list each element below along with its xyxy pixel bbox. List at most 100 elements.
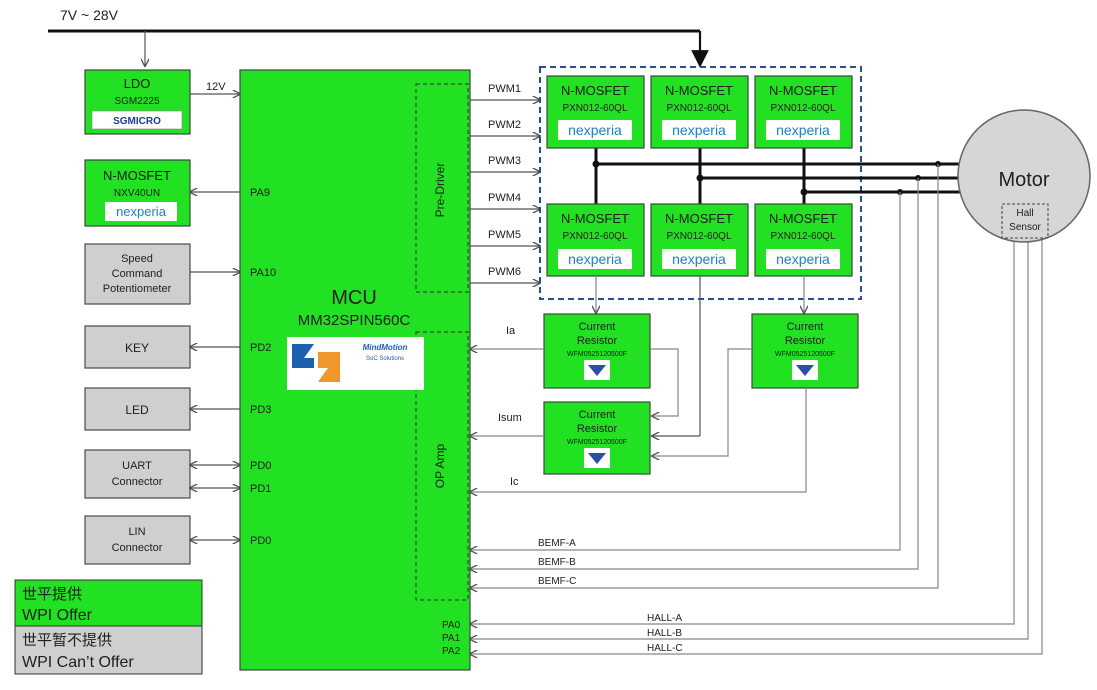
bemf-wires — [470, 164, 939, 588]
mosfet-6-title: N-MOSFET — [769, 211, 837, 226]
phase-dots — [592, 160, 941, 196]
pin-pd0-lin: PD0 — [250, 535, 271, 547]
vishay-logo — [796, 365, 814, 376]
pwm6-label: PWM6 — [488, 266, 521, 278]
pin-pd2: PD2 — [250, 342, 271, 354]
uart-line2: Connector — [112, 476, 163, 488]
legend-no-en: WPI Can’t Offer — [22, 654, 134, 671]
v12-label: 12V — [206, 81, 226, 93]
pin-pd3: PD3 — [250, 404, 271, 416]
nexperia-logo — [105, 202, 177, 221]
nexperia-logo: nexperia — [568, 122, 622, 138]
sgmicro-logo-text: SGMICRO — [113, 116, 161, 127]
pin-pa10: PA10 — [250, 267, 276, 279]
mcu-part: MM32SPIN560C — [298, 312, 411, 329]
mosfet-2-title: N-MOSFET — [665, 83, 733, 98]
resistor-c: Current Resistor WFM0525120500F — [751, 313, 859, 389]
supply-rail: 7V ~ 28V — [48, 7, 709, 68]
sgmicro-logo — [91, 110, 183, 130]
ldo-block: LDO SGM2225 SGMICRO — [84, 69, 191, 135]
mosfet-1: N-MOSFET PXN012-60QL nexperia — [546, 75, 645, 149]
mosfet-3-part: PXN012-60QL — [770, 103, 835, 114]
mosfet-5-title: N-MOSFET — [665, 211, 733, 226]
resistor-a-line1: Current — [579, 321, 616, 333]
hall-sensor — [1001, 203, 1049, 239]
pin-pa2: PA2 — [442, 646, 461, 657]
legend-offer-cn: 世平提供 — [22, 586, 82, 603]
hall-sensor-line1: Hall — [1016, 208, 1033, 219]
uart-line1: UART — [122, 460, 152, 472]
mindmotion-sub: SoC Solutions — [366, 356, 404, 362]
vishay-logo — [588, 365, 606, 376]
bemf-b-label: BEMF-B — [538, 557, 576, 568]
hall-a-label: HALL-A — [647, 613, 682, 624]
nmosfet-small-part: NXV40UN — [114, 188, 160, 199]
resistor-a-part: WFM0525120500F — [567, 351, 627, 358]
legend-no-cn: 世平暂不提供 — [22, 632, 112, 649]
nexperia-logo: nexperia — [672, 122, 726, 138]
led-block: LED — [84, 387, 191, 431]
ldo-part: SGM2225 — [114, 96, 159, 107]
pwm-lines: PWM1 PWM2 PWM3 PWM4 PWM5 PWM6 — [470, 83, 540, 283]
resistor-b-line1: Current — [579, 409, 616, 421]
ic-label: Ic — [510, 476, 519, 488]
mosfet-4-title: N-MOSFET — [561, 211, 629, 226]
mosfet-3: N-MOSFET PXN012-60QL nexperia — [754, 75, 853, 149]
resistor-c-line1: Current — [787, 321, 824, 333]
speed-line1: Speed — [121, 253, 153, 265]
motor: Motor Hall Sensor — [957, 109, 1091, 243]
mosfet-2-part: PXN012-60QL — [666, 103, 731, 114]
pwm3-label: PWM3 — [488, 155, 521, 167]
nmosfet-small-block: N-MOSFET NXV40UN nexperia — [84, 159, 191, 227]
mcu-title: MCU — [331, 287, 377, 309]
isum-label: Isum — [498, 412, 522, 424]
ldo-title: LDO — [124, 76, 151, 91]
hall-b-label: HALL-B — [647, 628, 682, 639]
resistor-b-part: WFM0525120500F — [567, 439, 627, 446]
resistor-c-line2: Resistor — [785, 335, 826, 347]
nexperia-logo: nexperia — [776, 251, 830, 267]
pwm1-label: PWM1 — [488, 83, 521, 95]
hall-sensor-line2: Sensor — [1009, 222, 1041, 233]
pin-pd1: PD1 — [250, 483, 271, 495]
ia-label: Ia — [506, 325, 516, 337]
hall-c-label: HALL-C — [647, 643, 683, 654]
mosfet-4-part: PXN012-60QL — [562, 231, 627, 242]
nexperia-logo: nexperia — [568, 251, 622, 267]
speed-line3: Potentiometer — [103, 283, 172, 295]
phase-wires — [594, 148, 968, 204]
opamp-region — [415, 331, 469, 601]
predriver-label: Pre-Driver — [433, 163, 447, 218]
lin-line2: Connector — [112, 542, 163, 554]
resistor-c-part: WFM0525120500F — [775, 351, 835, 358]
legend-no-swatch — [14, 625, 203, 675]
key-label: KEY — [125, 341, 149, 355]
mosfet-6: N-MOSFET PXN012-60QL nexperia — [754, 203, 853, 277]
vishay-logo — [588, 453, 606, 464]
legend: 世平提供 WPI Offer 世平暂不提供 WPI Can’t Offer — [14, 579, 203, 675]
nexperia-logo: nexperia — [672, 251, 726, 267]
nexperia-logo: nexperia — [776, 122, 830, 138]
resistor-b: Current Resistor WFM0525120500F — [543, 401, 651, 475]
mosfet-3-title: N-MOSFET — [769, 83, 837, 98]
resistor-a: Current Resistor WFM0525120500F — [543, 313, 651, 389]
legend-offer-en: WPI Offer — [22, 607, 93, 624]
pwm4-label: PWM4 — [488, 192, 521, 204]
pin-pd0-uart: PD0 — [250, 460, 271, 472]
mindmotion-text: MindMotion — [363, 343, 408, 352]
opamp-label: OP Amp — [433, 443, 447, 488]
mosfet-2: N-MOSFET PXN012-60QL nexperia — [650, 75, 749, 149]
speed-block: Speed Command Potentiometer — [84, 243, 191, 305]
pwm5-label: PWM5 — [488, 229, 521, 241]
lin-block: LIN Connector — [84, 515, 191, 565]
motor-label: Motor — [998, 169, 1049, 191]
bemf-a-label: BEMF-A — [538, 538, 576, 549]
pin-pa0: PA0 — [442, 620, 461, 631]
key-block: KEY — [84, 325, 191, 369]
pwm2-label: PWM2 — [488, 119, 521, 131]
current-sense-wires — [470, 349, 807, 492]
mindmotion-logo: MindMotion SoC Solutions — [287, 337, 424, 390]
nmosfet-small-title: N-MOSFET — [103, 168, 171, 183]
mosfet-1-part: PXN012-60QL — [562, 103, 627, 114]
